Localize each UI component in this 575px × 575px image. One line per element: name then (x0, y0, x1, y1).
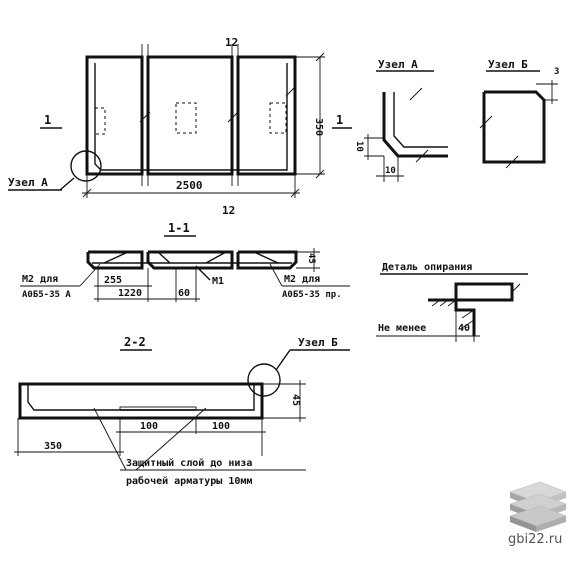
node-b-callout-circle (247, 363, 281, 397)
section-1-1-right-note-2: А0Б5-35 пр. (282, 290, 342, 300)
section-1-1-left-note-2: А0Б5-35 А (22, 290, 71, 300)
section-1-1-left-note-1: М2 для (22, 274, 58, 285)
node-a-outline (382, 92, 448, 158)
node-a-detail: Узел А 10 10 (354, 58, 448, 182)
node-b-detail: Узел Б 3 (479, 58, 559, 169)
plan-view: 12 350 2500 12 1 1 Узел А (8, 36, 352, 217)
section-1-1-mark-m1: М1 (212, 276, 224, 287)
plan-loop-2 (175, 102, 197, 134)
plan-dim-width: 2500 (176, 179, 203, 192)
support-dim: 40 (458, 323, 470, 334)
section-2-2-rebar (27, 384, 255, 411)
section-1-1-dim-255: 255 (104, 275, 122, 286)
section-2-2: 2-2 Узел Б 45 100 100 350 Защитный слой … (14, 335, 350, 487)
plan-dim-top: 12 (225, 36, 238, 49)
node-a-callout-circle (70, 150, 102, 182)
plan-segment-middle (146, 55, 234, 176)
section-2-2-title: 2-2 (124, 335, 146, 349)
support-note: Не менее (378, 323, 426, 334)
section-2-2-dim-100a: 100 (140, 421, 158, 432)
section-1-1-profile-middle (146, 250, 234, 270)
section-1-1-dim-h45: 45 (306, 253, 316, 264)
support-slab (454, 282, 514, 302)
plan-loop-1 (94, 107, 106, 135)
section-mark-right: 1 (336, 113, 343, 127)
section-mark-left: 1 (44, 113, 51, 127)
plan-dim-bottom: 12 (222, 204, 235, 217)
node-a-dim-horizontal: 10 (385, 166, 396, 176)
stacked-slabs-icon (509, 481, 567, 532)
section-1-1-profile-right (236, 250, 298, 270)
section-2-2-note-2: рабочей арматуры 10мм (126, 475, 252, 487)
section-1-1-dim-60: 60 (178, 288, 190, 299)
section-2-2-dim-100b: 100 (212, 421, 230, 432)
section-1-1-title: 1-1 (168, 221, 190, 235)
section-2-2-note-1: Защитный слой до низа (126, 457, 252, 469)
section-1-1-profile-left (86, 250, 144, 270)
section-2-2-dim-h45: 45 (290, 394, 301, 406)
section-2-2-profile (18, 382, 264, 420)
plan-reinforcement (94, 63, 288, 171)
watermark-site: gbi22.ru (508, 532, 563, 547)
node-a-dim-vertical: 10 (354, 141, 364, 152)
section-1-1-dim-1220: 1220 (118, 288, 142, 299)
node-b-outline (482, 90, 546, 164)
support-detail: Деталь опирания Не менее 40 (376, 262, 528, 342)
support-title: Деталь опирания (382, 262, 472, 273)
section-1-1-right-note-1: М2 для (284, 274, 320, 285)
node-b-dim: 3 (554, 67, 559, 77)
plan-node-a-label: Узел А (8, 176, 48, 189)
section-2-2-dim-350: 350 (44, 441, 62, 452)
plan-loop-3 (269, 102, 287, 134)
node-b-title: Узел Б (488, 58, 528, 71)
section-1-1: 1-1 45 255 1220 60 М1 М2 для А0Б5-35 А (20, 221, 350, 302)
section-2-2-node-label: Узел Б (298, 336, 338, 349)
node-a-title: Узел А (378, 58, 418, 71)
plan-dim-height: 350 (313, 118, 324, 136)
node-a-rebar (393, 92, 448, 148)
